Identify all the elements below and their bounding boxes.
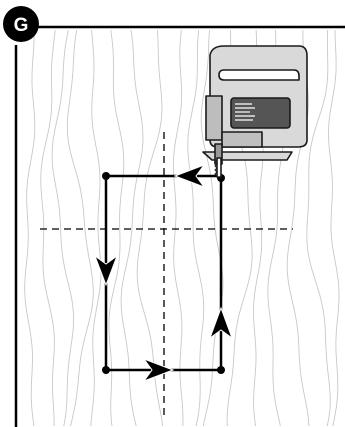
drill-hole-icon (217, 366, 225, 374)
wood-grain-line (66, 29, 94, 427)
wood-grain-line (200, 29, 224, 427)
arrow-head-icon (93, 254, 119, 287)
wood-grain-line (108, 29, 125, 427)
step-label: G (14, 15, 29, 36)
wood-grain-line (286, 29, 310, 427)
step-badge: G (3, 6, 39, 42)
wood-grain (24, 29, 340, 427)
wood-grain-line (136, 29, 164, 427)
wood-grain-line (24, 29, 36, 427)
wood-grain-line (120, 29, 144, 427)
arrow-head-icon (208, 306, 234, 340)
wood-grain-line (90, 29, 102, 427)
wood-grain-line (306, 29, 331, 427)
wood-grain-line (187, 29, 205, 427)
direction-arrows (93, 163, 234, 383)
drill-hole-icon (102, 172, 110, 180)
wood-grain-line (328, 29, 340, 427)
jigsaw-icon (202, 45, 308, 178)
wood-grain-line (172, 29, 184, 427)
step-badge-circle (3, 6, 39, 42)
board-frame (14, 25, 345, 427)
drill-hole-icon (102, 366, 110, 374)
wood-grain-line (51, 29, 75, 427)
arrow-head-icon (142, 357, 175, 383)
wood-grain-line (40, 29, 56, 427)
arrow-head-icon (173, 163, 206, 189)
